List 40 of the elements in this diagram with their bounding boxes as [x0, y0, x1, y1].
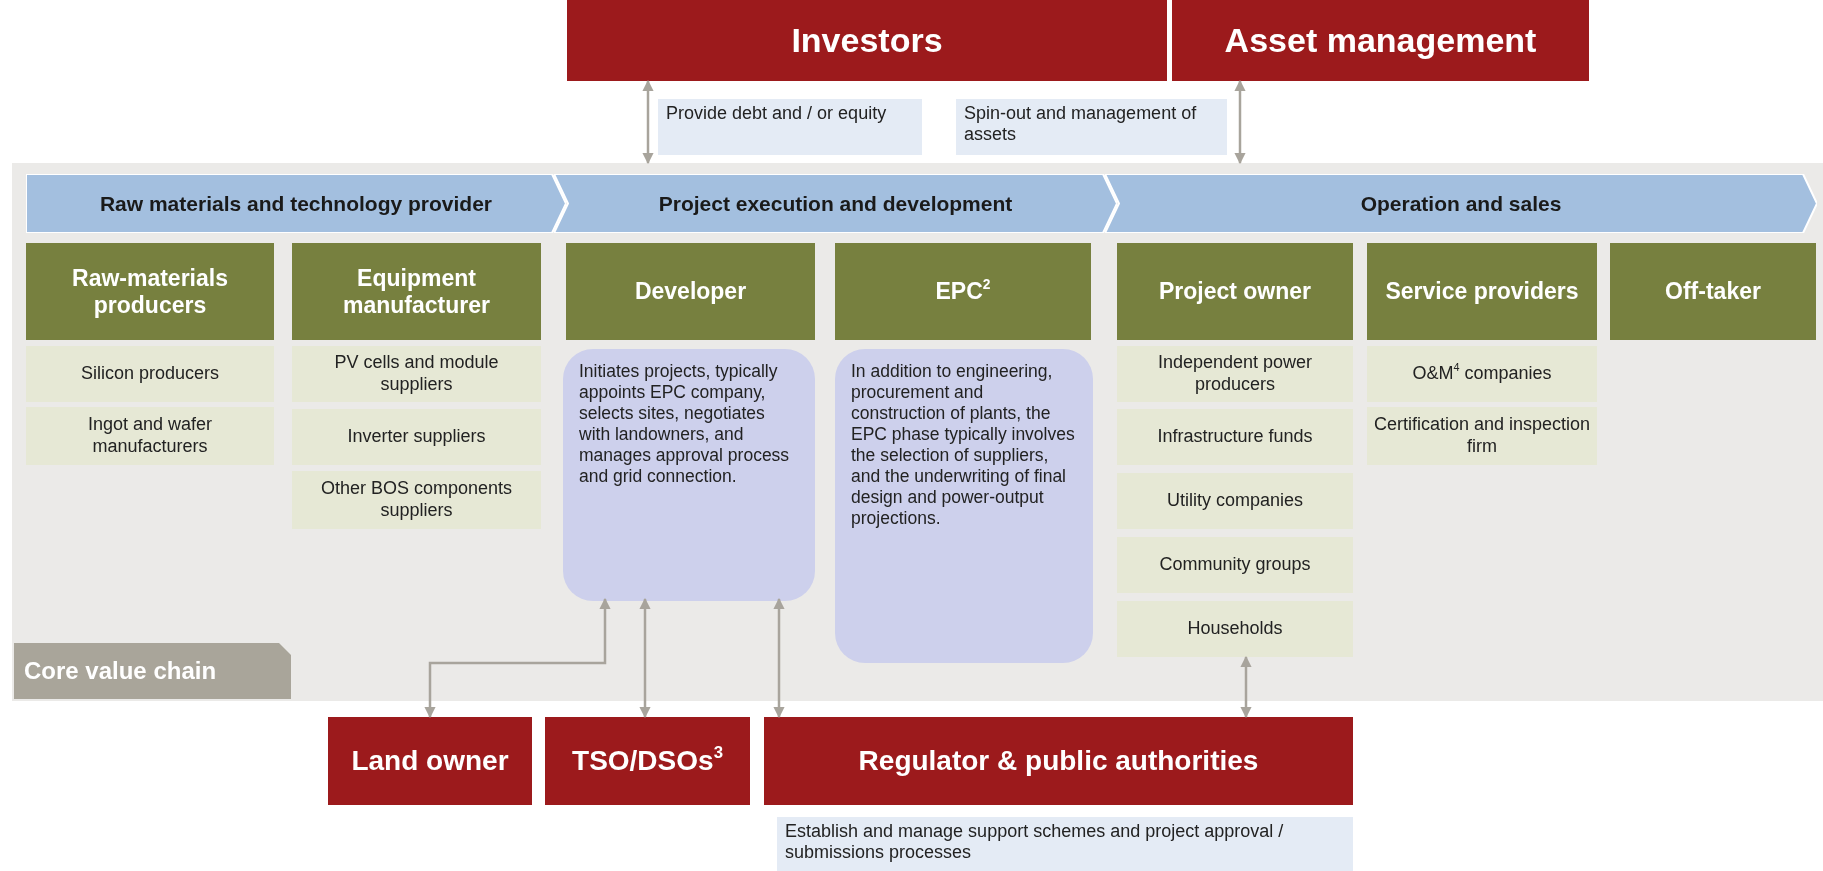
category-box: Equipment manufacturer	[292, 243, 541, 340]
category-box: EPC$^{2}$	[835, 243, 1091, 340]
sub-category-box: Infrastructure funds	[1117, 409, 1353, 465]
actor-box: Investors	[567, 0, 1167, 81]
double-arrow	[642, 79, 654, 165]
note-box: Establish and manage support schemes and project approval / submissions processes	[777, 817, 1353, 871]
note-box: Provide debt and / or equity	[658, 99, 922, 155]
sub-category-box: Community groups	[1117, 537, 1353, 593]
sub-category-box: Silicon producers	[26, 346, 274, 402]
category-box: Service providers	[1367, 243, 1597, 340]
sub-category-box: Households	[1117, 601, 1353, 657]
stage-label: Raw materials and technology provider	[99, 191, 493, 216]
sub-category-box: O&M$^{4}$ companies	[1367, 346, 1597, 402]
double-arrow	[1234, 79, 1246, 165]
category-box: Off-taker	[1610, 243, 1816, 340]
actor-box: Asset management	[1172, 0, 1589, 81]
sub-category-box: PV cells and module suppliers	[292, 346, 541, 402]
stage-label: Operation and sales	[1360, 191, 1562, 216]
description-bubble: Initiates projects, typically appoints EPC company, selects sites, negotiates with landowners, and manages approval process and grid connection.	[563, 349, 815, 601]
category-box: Raw-materials producers	[26, 243, 274, 340]
category-box: Developer	[566, 243, 815, 340]
panel-label: Core value chain	[24, 657, 217, 685]
double-arrow	[639, 597, 651, 719]
sub-category-box: Independent power producers	[1117, 346, 1353, 402]
double-arrow	[424, 597, 611, 719]
value-chain-panel	[12, 163, 1823, 701]
actor-box: Regulator & public authorities	[764, 717, 1353, 805]
sub-category-box: Ingot and wafer manufacturers	[26, 407, 274, 465]
sub-category-box: Certification and inspection firm	[1367, 407, 1597, 465]
category-box: Project owner	[1117, 243, 1353, 340]
sub-category-box: Other BOS components suppliers	[292, 471, 541, 529]
stage-label: Project execution and development	[658, 191, 1013, 216]
description-bubble: In addition to engineering, procurement and construction of plants, the EPC phase typically involves the selection of suppliers, and the underwriting of final design and power-output projections.	[835, 349, 1093, 663]
sub-category-box: Utility companies	[1117, 473, 1353, 529]
note-box: Spin-out and management of assets	[956, 99, 1227, 155]
double-arrow	[1240, 655, 1252, 719]
actor-box: Land owner	[328, 717, 532, 805]
actor-box: TSO/DSOs$^{3}$	[545, 717, 750, 805]
double-arrow	[773, 597, 785, 719]
sub-category-box: Inverter suppliers	[292, 409, 541, 465]
